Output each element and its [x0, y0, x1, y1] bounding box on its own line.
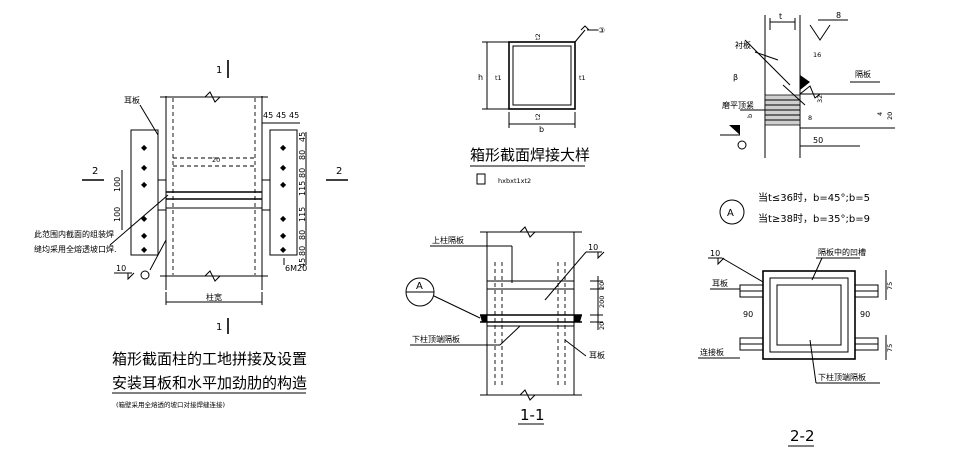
svg-text:100: 100: [113, 207, 122, 222]
svg-text:◆: ◆: [141, 231, 148, 240]
svg-text:◆: ◆: [141, 163, 148, 172]
svg-text:◆: ◆: [141, 180, 148, 189]
lower-diaphragm-label-22: 下柱顶端隔板: [818, 372, 866, 382]
svg-text:45: 45: [276, 111, 286, 120]
section-1-1: 上柱隔板 10 A 20 200 20 下柱顶端隔板 耳板 1-1: [405, 226, 606, 425]
lower-diaphragm-label: 下柱顶端隔板: [412, 334, 460, 344]
svg-text:◆: ◆: [141, 245, 148, 254]
svg-text:◆: ◆: [280, 245, 287, 254]
weld-mark: ③: [598, 26, 605, 35]
caption-2-2: 2-2: [790, 427, 815, 445]
bolt-holes-right: ◆ ◆ ◆ ◆ ◆ ◆: [280, 143, 287, 254]
svg-text:◆: ◆: [280, 214, 287, 223]
svg-text:75: 75: [886, 344, 894, 352]
bolt-spec: 6M20: [285, 264, 307, 273]
ear-plate-label-22: 耳板: [712, 278, 728, 288]
detail-a-circle-2: [719, 199, 745, 225]
connector-label: 连接板: [700, 347, 724, 357]
svg-text:45: 45: [289, 111, 299, 120]
svg-text:t: t: [779, 12, 782, 21]
section-2-2: 10 耳板 隔板中的凹槽 连接板 下柱顶端隔板 90 90 75 75 2-2: [698, 247, 894, 447]
svg-text:45: 45: [263, 111, 273, 120]
svg-text:◆: ◆: [280, 143, 287, 152]
svg-text:100: 100: [113, 177, 122, 192]
weld-10-label: 10: [588, 243, 598, 252]
svg-text:t2: t2: [534, 33, 542, 40]
svg-text:80: 80: [298, 230, 307, 240]
svg-text:20: 20: [598, 282, 606, 290]
left-elevation: 1 20 ◆ ◆ ◆ ◆ ◆ ◆: [34, 60, 348, 409]
detail-a: t 8 衬板 β 磨平顶紧 16 32 8 b 50 隔板 4 20 A: [719, 11, 895, 225]
svg-text:16: 16: [813, 51, 821, 59]
svg-text:A: A: [727, 208, 734, 219]
note-line-1: 此范围内截面的组装焊: [34, 229, 114, 239]
diaphragm-label: 隔板: [855, 69, 871, 79]
svg-text:200: 200: [598, 296, 606, 308]
sub-note: (箱壁采用全熔透的坡口对接焊缝连接): [116, 400, 225, 409]
upper-diaphragm-label: 上柱隔板: [432, 235, 464, 245]
svg-text:◆: ◆: [280, 180, 287, 189]
detail-a-mark: A: [416, 281, 423, 292]
svg-text:t2: t2: [534, 113, 542, 120]
svg-text:b: b: [539, 125, 544, 134]
ear-plate-label-11: 耳板: [589, 350, 605, 360]
svg-text:◆: ◆: [280, 163, 287, 172]
svg-text:8: 8: [808, 114, 812, 122]
svg-text:8: 8: [836, 11, 841, 20]
backing-label: 衬板: [735, 40, 751, 50]
svg-text:20: 20: [598, 322, 606, 330]
svg-text:20: 20: [886, 112, 894, 120]
svg-text:90: 90: [860, 310, 870, 319]
svg-text:115: 115: [298, 181, 307, 196]
svg-text:80: 80: [298, 150, 307, 160]
caption-1-1: 1-1: [520, 406, 545, 424]
box-legend: hxbxt1xt2: [498, 177, 531, 185]
svg-text:90: 90: [743, 310, 753, 319]
right-dims: 45 80 80 115 115 80 80 45: [298, 132, 307, 268]
svg-text:t1: t1: [579, 74, 586, 82]
slot-label: 隔板中的凹槽: [818, 247, 866, 257]
bolt-holes-left: ◆ ◆ ◆ ◆ ◆ ◆: [141, 143, 148, 254]
svg-text:75: 75: [886, 282, 894, 290]
svg-text:◆: ◆: [141, 214, 148, 223]
box-title: 箱形截面焊接大样: [470, 146, 590, 164]
grind-label: 磨平顶紧: [722, 100, 754, 110]
title-line-2: 安装耳板和水平加劲肋的构造: [112, 374, 307, 392]
svg-text:◆: ◆: [280, 231, 287, 240]
section-mark-left: 2: [92, 166, 98, 177]
section-mark-bottom: 1: [216, 322, 222, 333]
box-section-detail: h b t1 t1 t2 t2 ③ 箱形截面焊接大样 hxbxt1xt2: [470, 25, 605, 185]
rule-line-2: 当t≥38时，b=35°;b=9: [758, 212, 870, 225]
svg-text:115: 115: [298, 207, 307, 222]
svg-text:80: 80: [298, 168, 307, 178]
svg-text:◆: ◆: [141, 143, 148, 152]
svg-text:20: 20: [212, 156, 220, 164]
svg-text:45: 45: [298, 258, 307, 268]
svg-text:β: β: [733, 73, 738, 82]
title-line-1: 箱形截面柱的工地拼接及设置: [112, 350, 307, 368]
column-width-label: 柱宽: [206, 292, 222, 302]
svg-text:50: 50: [813, 136, 823, 145]
section-mark-right: 2: [336, 166, 342, 177]
svg-text:b: b: [746, 114, 754, 118]
rule-line-1: 当t≤36时，b=45°;b=5: [758, 191, 870, 204]
section-mark-top: 1: [216, 65, 222, 76]
ear-plate-label: 耳板: [124, 95, 140, 105]
note-line-2: 缝均采用全熔透坡口焊.: [34, 244, 117, 254]
weld-size-label: 10: [116, 264, 126, 273]
legend-box-icon: [476, 173, 486, 185]
svg-text:45: 45: [298, 132, 307, 142]
svg-text:32: 32: [816, 95, 824, 103]
svg-text:h: h: [478, 73, 483, 82]
weld-10-label-22: 10: [710, 249, 720, 258]
svg-text:t1: t1: [495, 74, 502, 82]
svg-text:4: 4: [876, 112, 884, 116]
svg-text:80: 80: [298, 246, 307, 256]
